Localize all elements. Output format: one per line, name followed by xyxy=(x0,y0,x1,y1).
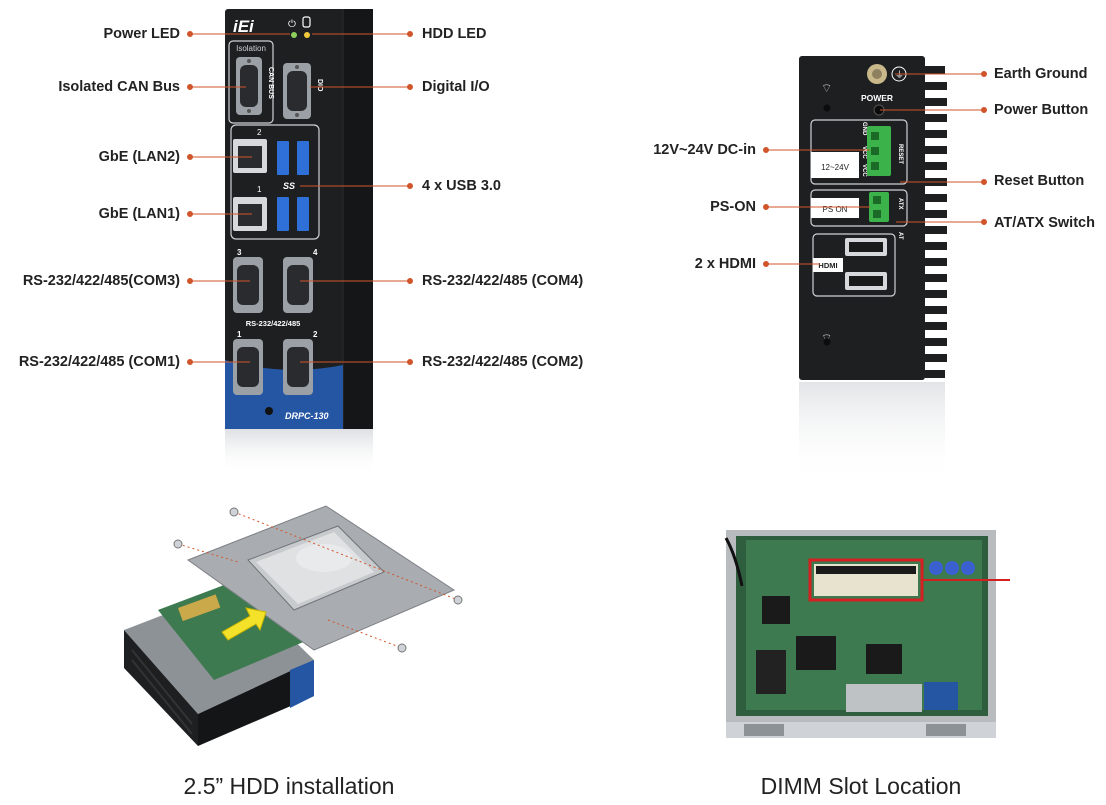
label-power-button: Power Button xyxy=(994,102,1089,118)
side-panel-device: ⌔ ⌔ ⏚ POWER 12~24V GND VCC VCC RESET PS … xyxy=(799,56,947,482)
label-hdmi: 2 x HDMI xyxy=(694,256,756,272)
label-ps-on: PS-ON xyxy=(710,199,756,215)
ps-on-text: PS ON xyxy=(823,205,848,214)
label-isolated-can-bus: Isolated CAN Bus xyxy=(58,79,180,95)
label-reset-button: Reset Button xyxy=(994,173,1085,189)
wifi-antenna-icon: ⌔ xyxy=(821,81,832,95)
label-digital-io: Digital I/O xyxy=(422,79,490,95)
model-text: DRPC-130 xyxy=(285,411,329,421)
label-com2: RS-232/422/485 (COM2) xyxy=(422,354,584,370)
com3-port xyxy=(233,257,263,313)
label-com4: RS-232/422/485 (COM4) xyxy=(422,273,584,289)
label-com1: RS-232/422/485 (COM1) xyxy=(18,354,180,370)
can-bus-text: CAN BUS xyxy=(267,67,274,99)
front-panel-device: iEi ⏻ Isolation CAN BUS DIO 2 1 SS 3 4 xyxy=(225,9,373,475)
brand-logo: iEi xyxy=(233,17,255,36)
at-text: AT xyxy=(897,232,903,240)
usb-ports xyxy=(277,141,309,231)
label-power-led: Power LED xyxy=(103,26,180,42)
isolation-text: Isolation xyxy=(236,44,266,53)
ps-on-terminal xyxy=(869,192,889,222)
hdd-installation-illustration xyxy=(124,505,463,746)
can-bus-port xyxy=(236,57,262,115)
caption-dimm: DIMM Slot Location xyxy=(760,773,962,799)
dimm-slot-illustration xyxy=(724,530,1010,738)
label-com3: RS-232/422/485(COM3) xyxy=(22,273,180,289)
hdd-led xyxy=(304,32,310,38)
power-led xyxy=(291,32,297,38)
com1-number: 1 xyxy=(237,330,242,339)
com4-port xyxy=(283,257,313,313)
lan1-number: 1 xyxy=(257,185,262,194)
label-hdd-led: HDD LED xyxy=(422,26,487,42)
label-dc-in: 12V~24V DC-in xyxy=(653,142,756,158)
reset-text: RESET xyxy=(897,144,903,164)
usb-ss-icon: SS xyxy=(283,181,295,191)
vcc2-text: VCC xyxy=(861,164,867,177)
com-label-text: RS-232/422/485 xyxy=(246,319,301,328)
com1-port xyxy=(233,339,263,395)
svg-text:⏚: ⏚ xyxy=(895,70,904,80)
hdmi-text: HDMI xyxy=(818,261,837,270)
wifi-antenna-icon-bottom: ⌔ xyxy=(821,331,832,345)
lan2-number: 2 xyxy=(257,128,262,137)
atx-text: ATX xyxy=(897,198,903,210)
com4-number: 4 xyxy=(313,248,318,257)
com3-number: 3 xyxy=(237,248,242,257)
vcc-text: VCC xyxy=(861,146,867,159)
label-at-atx-switch: AT/ATX Switch xyxy=(994,215,1095,231)
label-usb: 4 x USB 3.0 xyxy=(422,178,501,194)
power-led-icon: ⏻ xyxy=(288,19,296,30)
hdd-led-icon xyxy=(302,16,311,28)
digital-io-port xyxy=(283,63,311,119)
dc-in-terminal xyxy=(867,126,891,176)
label-earth-ground: Earth Ground xyxy=(994,66,1088,82)
label-gbe-lan2: GbE (LAN2) xyxy=(98,149,180,165)
hdmi-ports xyxy=(845,238,887,290)
com2-number: 2 xyxy=(313,330,318,339)
label-gbe-lan1: GbE (LAN1) xyxy=(98,206,180,222)
power-text: POWER xyxy=(861,93,893,103)
dio-text: DIO xyxy=(316,79,323,92)
caption-hdd: 2.5” HDD installation xyxy=(183,773,395,799)
gnd-text: GND xyxy=(861,122,867,136)
dc-range-text: 12~24V xyxy=(821,163,849,172)
com2-port xyxy=(283,339,313,395)
